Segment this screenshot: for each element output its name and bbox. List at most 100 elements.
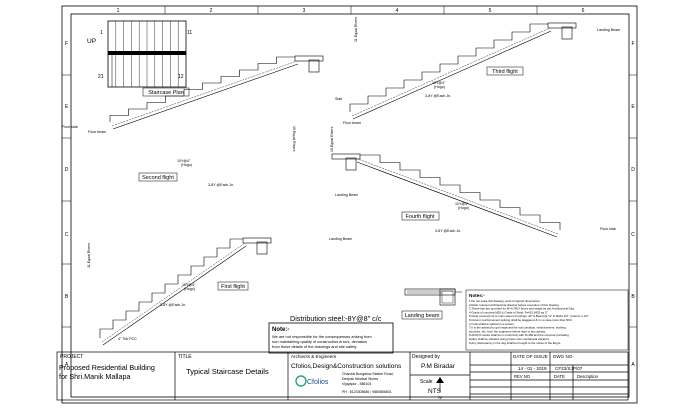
second-flight-landing-beam [308, 59, 320, 73]
project-line-2: for Shri.Manik Mallapa [59, 372, 131, 381]
third-steel1: 3-8Y @Each Jn. [425, 94, 451, 98]
rev-header: REV NO [514, 374, 531, 379]
disclaimer-line-3: from these details of the drawings and s… [272, 344, 357, 349]
third-steel3: (Hogo) [434, 85, 445, 89]
plan-step-21: 21 [98, 74, 104, 80]
notes-line: structure, etc. from the engineers befor… [469, 329, 546, 333]
first-flight-landing-beam [256, 241, 268, 255]
first-steel2: 10Y@4" [182, 283, 196, 287]
disclaimer-title: Note:- [272, 327, 289, 333]
second-steel3: (Hogo) [181, 163, 192, 167]
third-flight-steps [349, 23, 548, 112]
first-flight-rebar [101, 242, 246, 343]
firm-phone: PH : 8123308686 / 9880856801 [342, 390, 392, 394]
second-flight-rebar [111, 60, 298, 127]
north-label: N [438, 395, 441, 400]
dwg-header: DWG NO. [553, 354, 574, 359]
grid-col-3: 3 [303, 8, 306, 14]
firm-address-3: Vijayapur - 586104 [342, 382, 371, 386]
second-flight-label: Second flight [142, 175, 174, 181]
first-steel3: (Hogo) [184, 287, 195, 291]
grid-ticks [62, 6, 637, 328]
notes-line: 1.Do not scale this drawing, work to fig… [469, 299, 541, 303]
grid-col-5: 5 [489, 8, 492, 14]
notes-line: 6.Column reinforcement splicing shall be… [469, 318, 572, 322]
grid-row-d: D [65, 167, 69, 173]
outer-border [61, 5, 638, 404]
second-steel1: 3-8Y @Each Jn. [208, 183, 234, 187]
disclaimer-note: Note:- We are not responsible for the co… [268, 322, 394, 354]
landing-beam-detail: Landing beam [401, 288, 462, 320]
project-header: PROJECT [60, 354, 83, 360]
grid-row-d-right: D [631, 167, 635, 173]
date-of-issue: 14 - 01 - 2019 [518, 366, 547, 371]
third-flight-label: Third flight [492, 69, 518, 75]
second-flight-waist [112, 63, 299, 130]
notes-line: 9.Any discrepancy in the dsg shall be br… [469, 341, 561, 345]
fourth-flight-steps [360, 154, 561, 230]
first-flight-steps [99, 238, 243, 338]
staircase-plan: UP 1 11 21 12 Staircase Plan [87, 20, 192, 97]
grid-row-a-right: A [631, 362, 635, 368]
grid-col-6: 6 [582, 8, 585, 14]
notes-line: 7.It is the advised to get inspected the… [469, 326, 566, 330]
plan-step-11: 11 [187, 30, 192, 36]
first-flight-waist [102, 245, 247, 346]
third-flight-section [349, 22, 577, 120]
grid-row-c: C [65, 232, 69, 238]
fourth-flight-rebar [357, 158, 559, 235]
grid-row-e-right: E [631, 104, 635, 110]
third-flight-waist [352, 30, 552, 120]
notes-line: 2.Refer relevant Architectural drawing b… [469, 303, 560, 307]
fourth-flight-landing-beam [345, 157, 357, 171]
grid-row-e: E [65, 104, 69, 110]
notes-line: of rods shall be spliced in a section. [469, 322, 515, 326]
firm-address-1: Chandal Bungalow Station Road, [342, 372, 394, 376]
drawing-title: Typical Staircase Details [186, 367, 269, 376]
plan-step-1: 1 [100, 30, 103, 36]
first-flight-section [99, 237, 272, 346]
third-floor-beam: Floor beam [343, 121, 361, 125]
grid-row-b-right: B [631, 294, 635, 300]
grid-row-f: F [65, 41, 68, 47]
inner-border [70, 13, 630, 398]
grid-col-2: 2 [210, 8, 213, 14]
fourth-flight-waist [356, 161, 558, 238]
grid-row-f-right: F [631, 41, 634, 47]
project-line-1: Proposed Residential Building [59, 363, 155, 372]
designed-by-header: Designed by [412, 354, 440, 360]
dwg-number: CF23/SJP/07 [555, 366, 583, 371]
notes-line: 5.Clear covers(mm) to main steel in Foot… [469, 314, 589, 318]
fourth-steel3: (Hogo) [458, 206, 469, 210]
disclaimer-line-2: non maintaining quality of construction,… [272, 339, 367, 344]
plan-up-label: UP [87, 38, 96, 45]
designer-name: P.M Biradar [421, 363, 456, 370]
third-steel2: 10Y@4" [432, 81, 446, 85]
first-steel1: 3-8Y @Each Jn. [160, 303, 186, 307]
stair-sections [99, 22, 577, 346]
firm-name: Cfolios,Design&Construction solutions [291, 363, 402, 370]
fourth-steel2: 10Y@4" [455, 202, 469, 206]
first-pcc: 4" Thk PCC [118, 337, 137, 341]
fourth-floor-slab: Floor slab [600, 227, 616, 231]
firm-logo-icon [295, 375, 307, 387]
second-floor-beam: Floor beam [88, 130, 106, 134]
second-floor-slab: Floor slab [62, 125, 78, 129]
notes-line: water) shall be vibrated using proper si… [469, 337, 550, 341]
third-landing-beam: Landing Beam [597, 28, 620, 32]
date-header: DATE OF ISSUE [513, 354, 548, 359]
first-landing-beam: Landing Beam [329, 237, 352, 241]
notes-line: 4.Grade of concrete:M20 & Grade of Steel… [469, 310, 547, 314]
fourth-flight-label: Fourth flight [405, 214, 435, 220]
north-arrow-icon: N [436, 377, 444, 400]
first-flight-label: First flight [221, 284, 245, 290]
first-risers: 11 Equal Risers [87, 243, 91, 268]
plan-step-12: 12 [178, 74, 184, 80]
notes-title: Notes:- [469, 293, 485, 298]
second-landing-beam: Landing Beam [335, 193, 358, 197]
third-risers: 11 Equal Risers [354, 17, 358, 42]
architects-header: Archiects & Engineers [291, 354, 337, 359]
second-flight-steps [109, 56, 295, 122]
scale-value: NTS [428, 388, 442, 395]
